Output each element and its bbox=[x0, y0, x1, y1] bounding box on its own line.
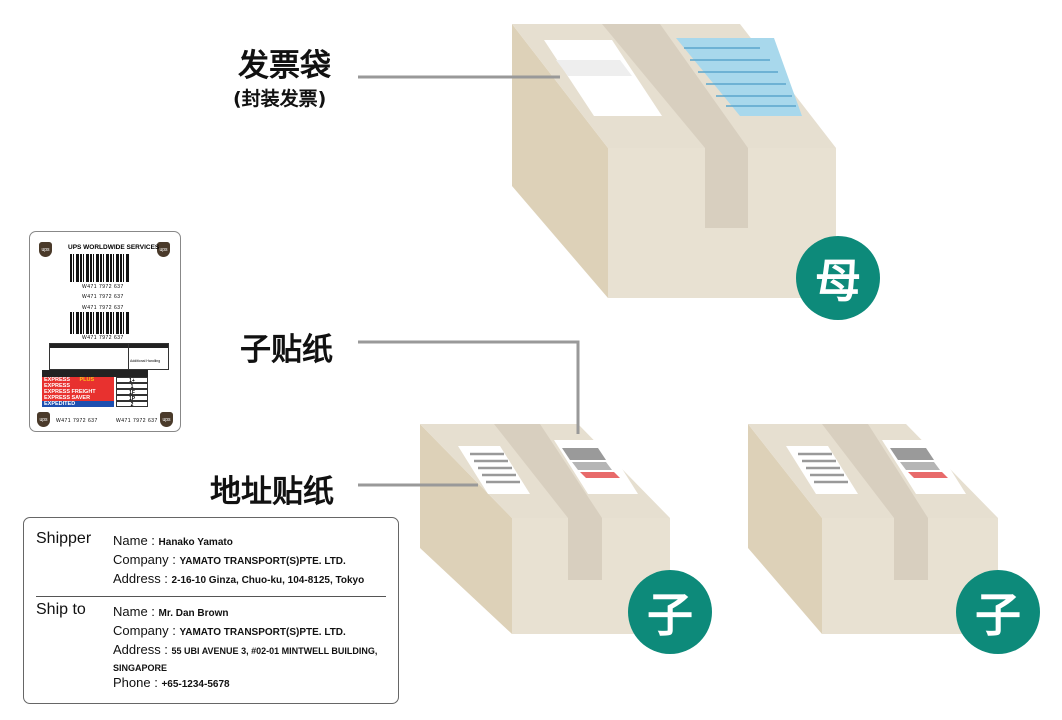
child-sticker-pointer bbox=[358, 340, 580, 434]
shipper-address: 2-16-10 Ginza, Chuo-ku, 104-8125, Tokyo bbox=[171, 575, 365, 586]
ups-logo-icon: ups bbox=[160, 412, 173, 427]
field-label: Company : bbox=[113, 623, 176, 638]
field-label: Address : bbox=[113, 642, 168, 657]
shipper-name: Hanako Yamato bbox=[158, 537, 233, 548]
service-code: 1F bbox=[116, 389, 148, 396]
additional-handling: Additional Handling bbox=[130, 359, 161, 363]
ups-label-title: UPS WORLDWIDE SERVICES bbox=[68, 244, 160, 251]
barcode bbox=[70, 312, 130, 334]
ups-logo-icon: ups bbox=[37, 412, 50, 427]
shipper-company: YAMATO TRANSPORT(S)PTE. LTD. bbox=[179, 556, 346, 567]
invoice-bag-label: 发票袋 bbox=[238, 48, 331, 84]
field-label: Name : bbox=[113, 604, 155, 619]
service-name: EXPRESS bbox=[42, 383, 114, 389]
service-code: 1+ bbox=[116, 377, 148, 384]
child-box-2 bbox=[748, 424, 998, 634]
parent-badge: 母 bbox=[796, 236, 880, 320]
field-label: Name : bbox=[113, 533, 155, 548]
service-extra: PLUS bbox=[79, 377, 95, 383]
tracking-number: W471 7972 637 bbox=[82, 305, 124, 311]
invoice-bag-sublabel: (封装发票) bbox=[233, 88, 327, 110]
ship-to-heading: Ship to bbox=[36, 601, 86, 618]
child-sticker-label: 子贴纸 bbox=[240, 332, 333, 368]
recipient-address: 55 UBI AVENUE 3, #02-01 MINTWELL BUILDIN… bbox=[171, 646, 378, 656]
ups-logo-icon: ups bbox=[157, 242, 170, 257]
recipient-name: Mr. Dan Brown bbox=[158, 608, 229, 619]
tape bbox=[602, 24, 748, 148]
parent-box bbox=[512, 24, 836, 298]
address-sticker-label: 地址贴纸 bbox=[210, 474, 334, 510]
service-name: EXPEDITED bbox=[42, 401, 114, 407]
tracking-number: W471 7972 637 bbox=[82, 284, 124, 290]
address-card: Shipper Name : Hanako Yamato Company : Y… bbox=[23, 517, 399, 704]
tracking-number: W471 7972 637 bbox=[56, 418, 98, 424]
invoice-bag bbox=[544, 40, 662, 116]
service-name: EXPRESS SAVER bbox=[42, 395, 114, 401]
service-name: EXPRESS FREIGHT bbox=[42, 389, 114, 395]
divider bbox=[36, 596, 386, 597]
child-badge-1: 子 bbox=[628, 570, 712, 654]
recipient-company: YAMATO TRANSPORT(S)PTE. LTD. bbox=[179, 627, 346, 638]
field-label: Company : bbox=[113, 552, 176, 567]
child-box-1 bbox=[420, 424, 670, 634]
ups-shipping-label: ups ups UPS WORLDWIDE SERVICES W471 7972… bbox=[29, 231, 181, 432]
tracking-number: W471 7972 637 bbox=[116, 418, 158, 424]
recipient-phone: +65-1234-5678 bbox=[161, 679, 230, 690]
service-code: 1P bbox=[116, 395, 148, 402]
service-name: EXPRESS bbox=[44, 377, 70, 383]
recipient-address-line2: SINGAPORE bbox=[113, 663, 168, 673]
field-label: Phone : bbox=[113, 675, 158, 690]
shipper-heading: Shipper bbox=[36, 530, 92, 547]
child-badge-2: 子 bbox=[956, 570, 1040, 654]
field-label: Address : bbox=[113, 571, 168, 586]
barcode bbox=[70, 254, 130, 282]
ups-logo-icon: ups bbox=[39, 242, 52, 257]
service-code: 2 bbox=[116, 401, 148, 408]
tracking-number: W471 7972 637 bbox=[82, 294, 124, 300]
service-code: 1 bbox=[116, 383, 148, 390]
tracking-number: W471 7972 637 bbox=[82, 335, 124, 341]
